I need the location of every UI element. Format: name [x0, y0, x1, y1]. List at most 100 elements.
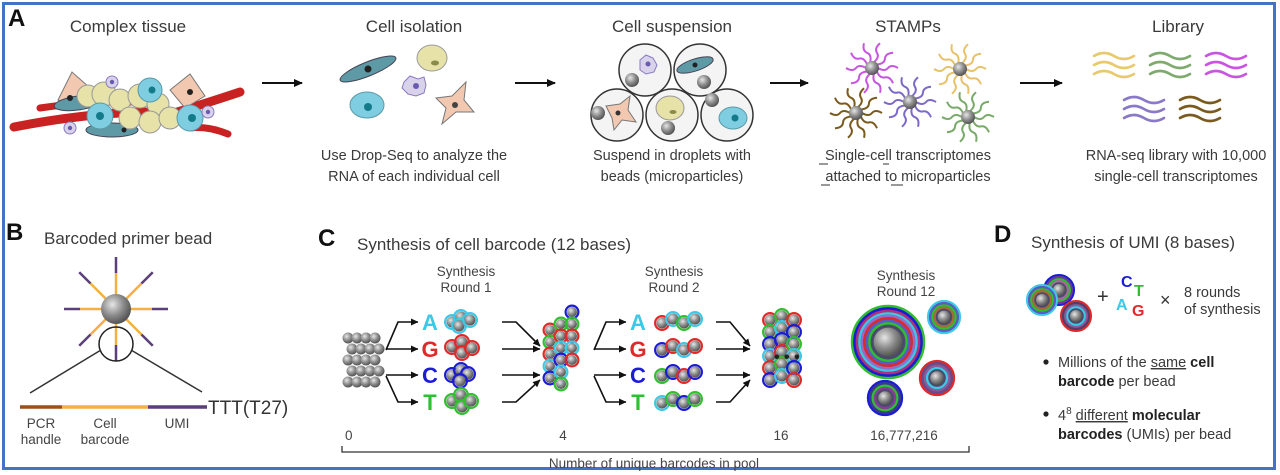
bead-ring: [542, 370, 558, 386]
bead-core: [360, 332, 372, 344]
transcript-line: [1148, 60, 1192, 70]
bead-ring: [1062, 302, 1090, 330]
transcript-strand: [863, 72, 871, 94]
bead-ring: [664, 391, 681, 408]
round-label-line1: Synthesis: [645, 264, 704, 279]
bead-core: [567, 343, 577, 353]
transcript-strand: [862, 43, 872, 63]
transcript-line: [1204, 69, 1248, 79]
transcript-strand: [901, 106, 909, 128]
transcript-strand: [972, 100, 990, 115]
bead-ring: [675, 395, 692, 412]
stamp-bead: [953, 62, 967, 76]
base-a: A: [1116, 297, 1128, 314]
bead: [564, 340, 580, 356]
step-cell-isolation: Cell isolation Use Drop-Seq to analyze t…: [321, 17, 507, 185]
bead-core: [678, 344, 690, 356]
transcript-strand: [968, 122, 978, 142]
bullet-line1: 48 different molecular: [1058, 406, 1201, 424]
bead: [369, 354, 381, 366]
stamp: [941, 91, 995, 143]
panel-b-title: Barcoded primer bead: [44, 229, 212, 248]
transcript-strand: [834, 97, 853, 110]
base-letter-c: C: [630, 363, 646, 388]
stamp: [845, 42, 899, 94]
bead: [346, 343, 358, 355]
bead-core: [364, 365, 376, 377]
rounds-line2: of synthesis: [1184, 302, 1261, 318]
transcript-strand: [933, 66, 955, 72]
bead: [342, 332, 354, 344]
bead: [360, 332, 372, 344]
bead-core: [656, 370, 668, 382]
bead-core: [678, 370, 690, 382]
bead-core: [776, 346, 788, 358]
transcript-strand: [875, 71, 894, 84]
primer-bead-illustration: [64, 257, 168, 361]
round2-cluster-g: [653, 338, 703, 359]
bead-core: [667, 313, 679, 325]
bead-core: [556, 319, 566, 329]
bead-core: [689, 366, 701, 378]
bead-ring: [1064, 304, 1088, 328]
bead-ring: [564, 352, 580, 368]
transcript-strand: [860, 96, 878, 111]
bead-core: [764, 374, 776, 386]
bead-core: [678, 317, 690, 329]
bead-core: [776, 358, 788, 370]
bead-core: [764, 338, 776, 350]
bead-core: [567, 331, 577, 341]
bead-core: [369, 332, 381, 344]
bead-ring: [553, 376, 569, 392]
split-arrow: [593, 318, 627, 351]
bead-core: [567, 307, 577, 317]
primer-bead: [101, 294, 131, 324]
bead-core: [788, 326, 800, 338]
bead-ring: [931, 304, 957, 330]
bead-core: [351, 376, 363, 388]
base-letter-t: T: [423, 390, 437, 415]
bead: [364, 343, 376, 355]
split-arrow: [593, 375, 627, 406]
bead-ring: [653, 315, 670, 332]
bead-core: [1070, 310, 1082, 322]
bead: [785, 372, 802, 389]
droplets-illustration: [590, 43, 754, 142]
bead-ring: [873, 386, 897, 410]
transcript-strand: [941, 114, 963, 120]
library-transcripts: [1148, 51, 1192, 79]
base-letter-c: C: [422, 363, 438, 388]
umi-bead: [1025, 283, 1059, 317]
bullet-same-cell-barcode: Millions of the same cell barcode per be…: [1043, 355, 1214, 390]
transcript-strand: [911, 76, 919, 98]
bead-ring: [653, 342, 670, 359]
bead: [664, 311, 681, 328]
pool-axis-bracket: [341, 446, 970, 453]
transcript-line: [1148, 51, 1192, 61]
transcript-strand: [850, 52, 869, 65]
bead-core: [878, 391, 892, 405]
bead-ring: [923, 364, 951, 392]
bead-ring: [1028, 286, 1056, 314]
step-caption-line1: Suspend in droplets with: [593, 148, 751, 164]
bead-ring: [664, 311, 681, 328]
base-letter-t: T: [631, 390, 645, 415]
transcript-strand: [938, 71, 956, 86]
bead-core: [545, 325, 555, 335]
round-label-line2: Round 1: [440, 280, 491, 295]
bead: [346, 365, 358, 377]
bead-core: [656, 344, 668, 356]
starting-bead-pool: [342, 332, 385, 388]
ellipsis: • • •: [774, 349, 800, 366]
oligo-arm-umi: [140, 333, 154, 347]
bead-ring: [865, 319, 911, 365]
transcript-strand: [873, 42, 881, 64]
bead: [351, 332, 363, 344]
bead-ring: [464, 340, 481, 357]
bead-core: [545, 361, 555, 371]
bead-core: [360, 376, 372, 388]
bead-ring: [1066, 306, 1086, 326]
zoom-line-left: [29, 349, 102, 394]
transcript-strand: [973, 114, 995, 120]
step-title: STAMPs: [875, 17, 941, 36]
